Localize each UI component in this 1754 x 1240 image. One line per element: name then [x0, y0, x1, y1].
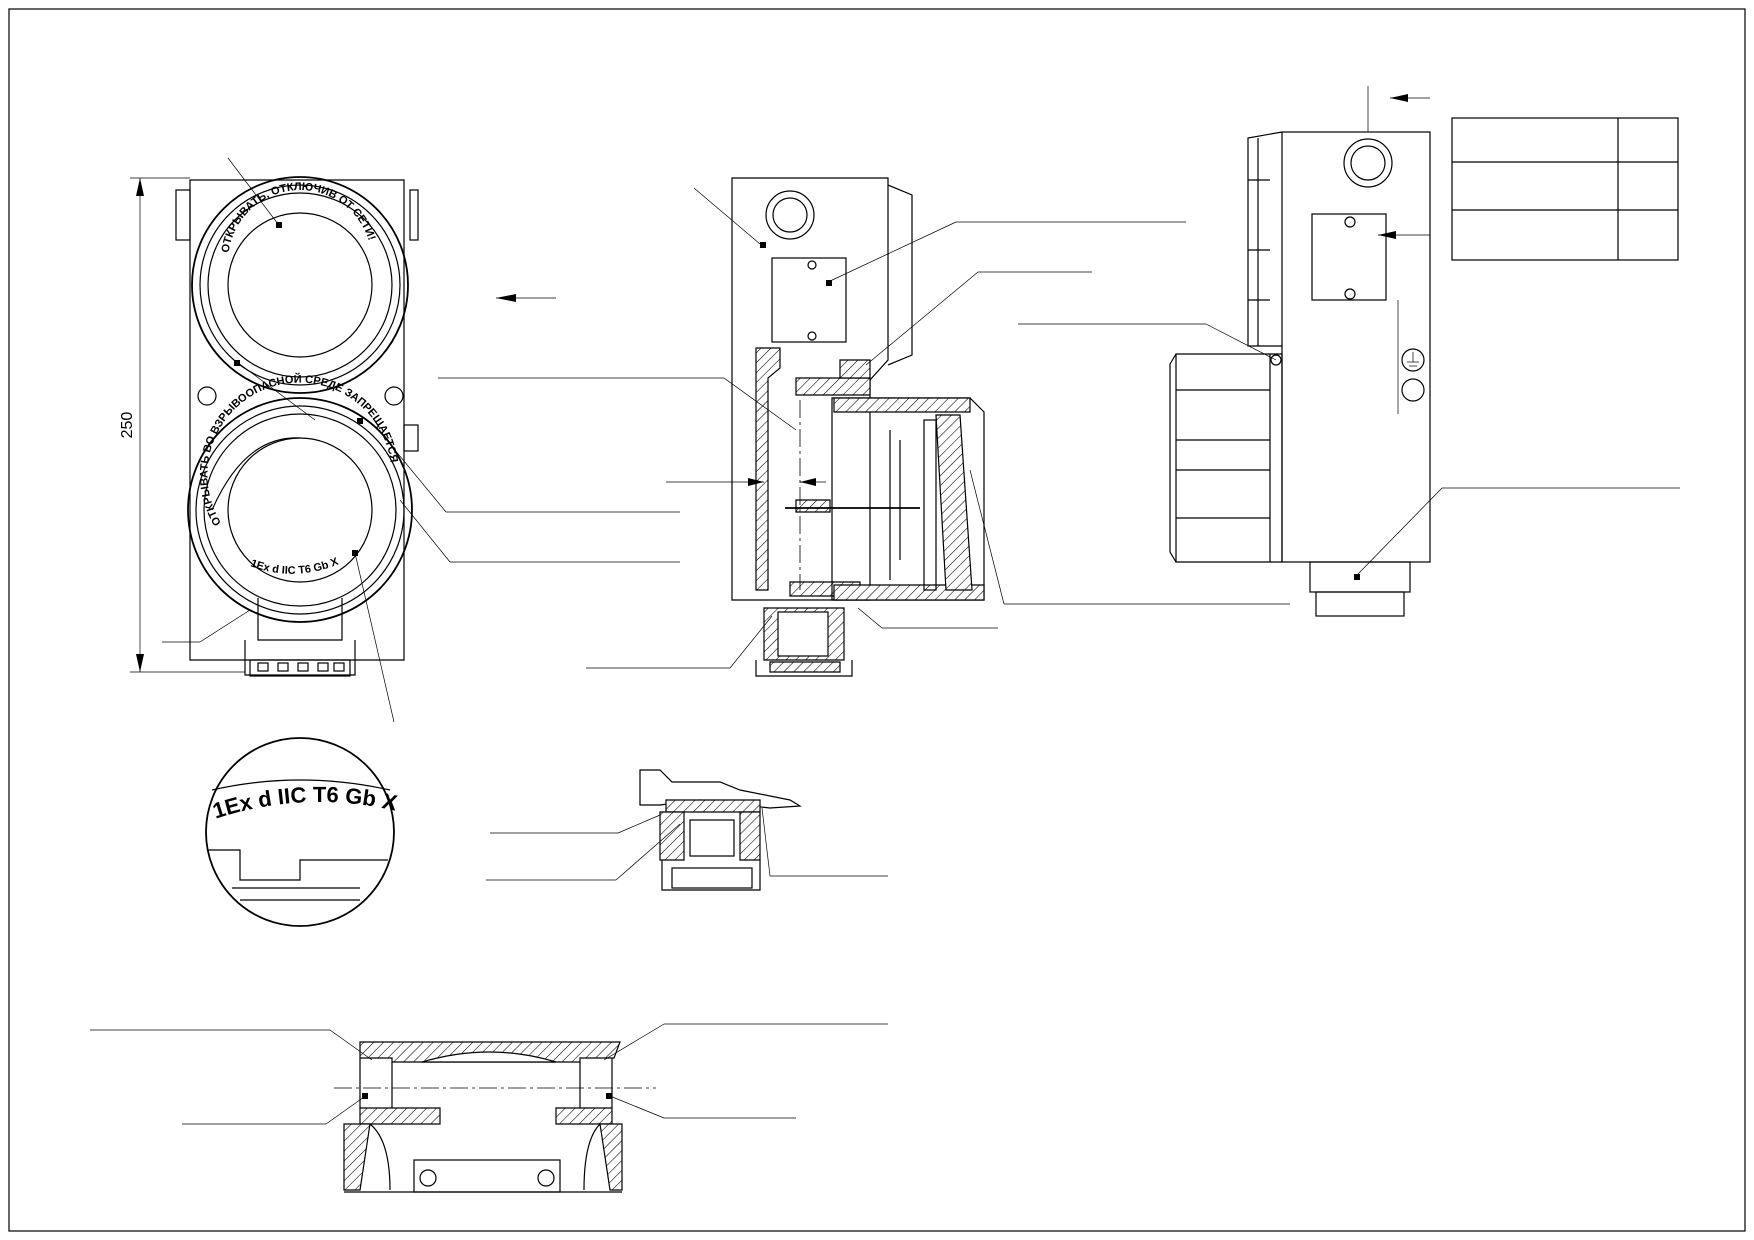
title-table — [1451, 117, 1679, 261]
side-view — [1018, 86, 1680, 617]
marking-small: 1Ex d IIC T6 Gb X — [249, 555, 341, 576]
bottom-section — [90, 1023, 888, 1193]
marking-large: 1Ex d IIC T6 Gb X — [210, 782, 400, 824]
marking-detail: 1Ex d IIC T6 Gb X — [205, 737, 400, 927]
dimension-250: 250 — [119, 412, 136, 439]
small-section — [486, 769, 888, 891]
sheet-frame — [8, 8, 1746, 1232]
front-view: ОТКРЫВАТЬ, ОТКЛЮЧИВ ОТ СЕТИ! ОТКРЫВАТЬ В… — [119, 157, 680, 723]
section-view — [438, 177, 1290, 677]
